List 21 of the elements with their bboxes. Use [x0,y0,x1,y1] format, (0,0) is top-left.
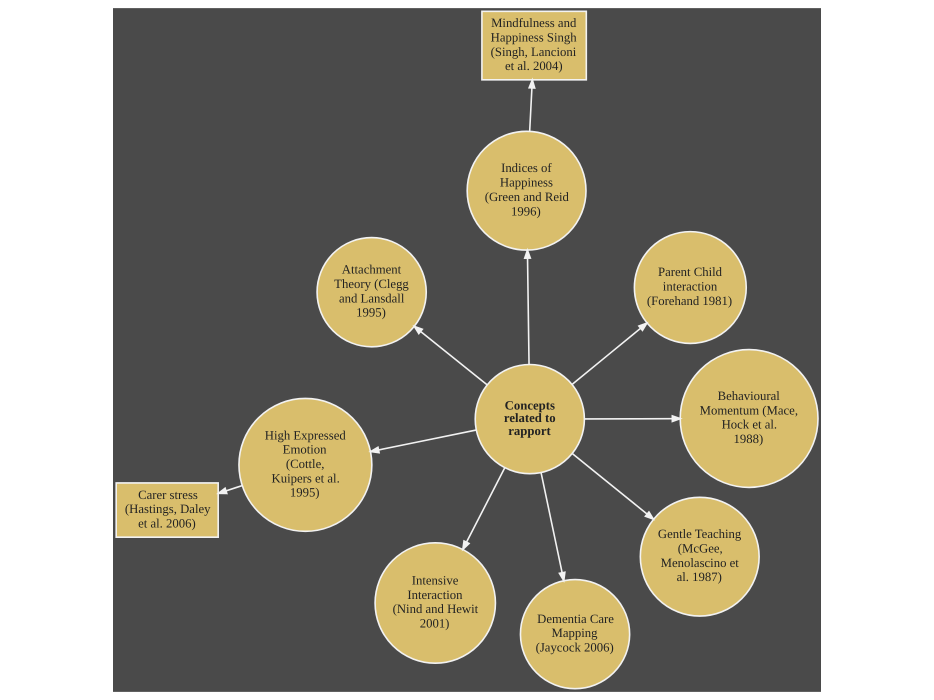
node-circle: Parent Child interaction (Forehand 1981) [634,230,748,344]
node-circle: High Expressed Emotion (Cottle, Kuipers et al. 1995) [238,398,373,532]
arrow [524,248,532,364]
arrow [572,322,649,385]
arrow [540,472,566,583]
node-circle: Gentle Teaching (McGee, Menolascino et al. 1987) [640,496,760,617]
arrow [216,484,242,494]
node-circle: Indices of Happiness (Green and Reid 1996) [466,130,587,251]
node-circle: Behavioural Momentum (Mace, Hock et al. 1988) [679,348,819,488]
arrow [584,414,683,423]
node-circle: Attachment Theory (Clegg and Lansdall 1995) [316,236,428,348]
node-circle: Dementia Care Mapping (Jaycock 2006) [520,578,630,690]
node-circle: Concepts related to rapport [474,364,586,474]
arrow [368,429,476,454]
arrow [462,467,506,552]
node-circle: Intensive Interaction (Nind and Hewit 2001) [374,542,496,664]
arrow [572,452,656,521]
arrow [528,78,536,132]
arrow [412,324,488,386]
node-box: Mindfulness and Happiness Singh (Singh, Lancioni et al. 2004) [481,10,588,81]
node-box: Carer stress (Hastings, Daley et al. 2006) [115,482,219,538]
